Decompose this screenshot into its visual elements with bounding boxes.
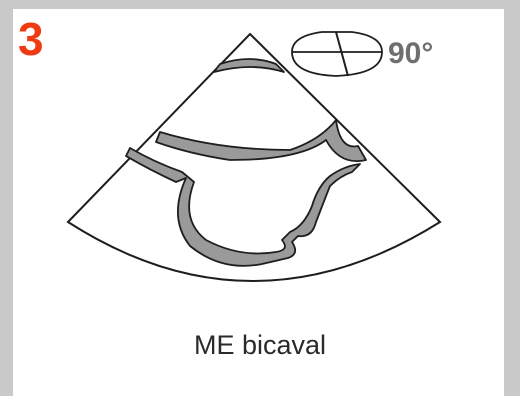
panel-number: 3 <box>18 16 44 62</box>
angle-label: 90° <box>388 38 433 70</box>
omniplane-angle-icon <box>292 32 382 76</box>
view-caption: ME bicaval <box>0 330 520 360</box>
